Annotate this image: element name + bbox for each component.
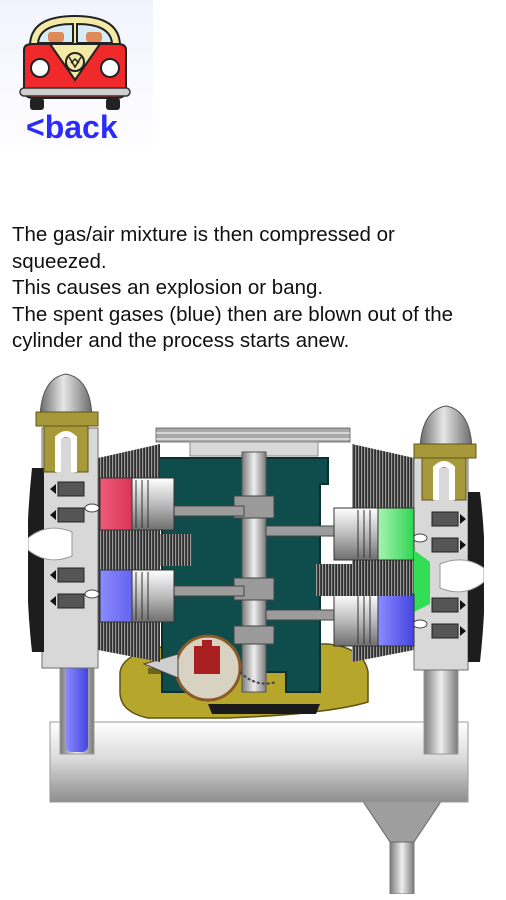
paragraph-exhaust: The spent gases (blue) then are blown ou… xyxy=(12,302,454,353)
vw-bus-icon xyxy=(19,14,131,110)
paragraph-explosion: This causes an explosion or bang. xyxy=(12,276,324,299)
back-button[interactable]: <back xyxy=(0,0,153,146)
engine-diagram xyxy=(28,373,484,894)
back-label: <back xyxy=(26,109,118,145)
paragraph-compression: The gas/air mixture is then compressed o… xyxy=(12,223,395,273)
description-text: The gas/air mixture is then compressed o… xyxy=(12,222,494,355)
